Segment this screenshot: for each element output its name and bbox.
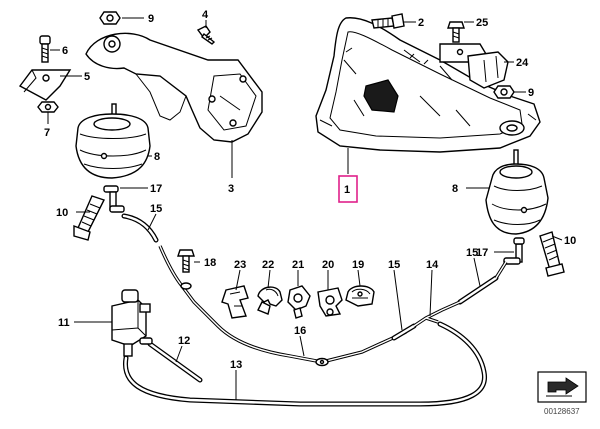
bolt-part[interactable] xyxy=(177,249,195,273)
callout-10-right: 10 xyxy=(564,235,576,247)
callout-17: 17 xyxy=(150,183,162,195)
callout-24: 24 xyxy=(516,57,529,69)
callout-8-right: 8 xyxy=(452,183,458,195)
callout-16: 16 xyxy=(294,325,306,337)
callout-15: 15 xyxy=(150,203,162,215)
clip-part[interactable] xyxy=(317,287,343,317)
nut-part[interactable] xyxy=(37,101,59,113)
hose-part[interactable] xyxy=(121,213,159,243)
callout-22: 22 xyxy=(262,259,274,271)
callout-4: 4 xyxy=(202,9,209,21)
hose-part[interactable] xyxy=(457,275,499,305)
callout-20: 20 xyxy=(322,259,334,271)
vacuum-line-part[interactable] xyxy=(441,261,508,312)
vacuum-connector-part[interactable] xyxy=(139,337,153,345)
callout-14: 14 xyxy=(426,259,439,271)
callout-18: 18 xyxy=(204,257,216,269)
bolt-part[interactable] xyxy=(73,195,105,241)
engine-mount-part[interactable] xyxy=(485,149,549,235)
solenoid-valve-part[interactable] xyxy=(111,289,151,357)
bracket-part[interactable] xyxy=(18,69,72,101)
bolt-part[interactable] xyxy=(447,21,465,43)
vacuum-line-part[interactable] xyxy=(158,245,407,367)
callout-10: 10 xyxy=(56,207,68,219)
callout-13: 13 xyxy=(230,359,242,371)
vacuum-connector-part[interactable] xyxy=(503,237,525,265)
clip-part[interactable] xyxy=(221,285,249,319)
callout-15-right: 15 xyxy=(466,247,478,259)
callout-17-right: 17 xyxy=(476,247,488,259)
vacuum-connector-part[interactable] xyxy=(103,185,125,213)
callout-25: 25 xyxy=(476,17,488,29)
clip-part[interactable] xyxy=(257,286,283,315)
bolt-part[interactable] xyxy=(39,35,51,63)
callout-15-middle: 15 xyxy=(388,259,400,271)
bolt-part[interactable] xyxy=(371,13,405,29)
nut-part[interactable] xyxy=(493,85,515,99)
callout-3: 3 xyxy=(228,183,234,195)
direction-arrow-icon xyxy=(537,371,587,403)
engine-carrier-part[interactable] xyxy=(85,32,263,143)
callout-12: 12 xyxy=(178,335,190,347)
callout-9-right: 9 xyxy=(528,87,534,99)
callout-19: 19 xyxy=(352,259,364,271)
callout-8: 8 xyxy=(154,151,160,163)
hose-part[interactable] xyxy=(391,323,417,341)
sensor-bracket-part[interactable] xyxy=(439,43,509,89)
callout-5: 5 xyxy=(84,71,90,83)
callout-1[interactable]: 1 xyxy=(344,184,350,196)
callout-23: 23 xyxy=(234,259,246,271)
callout-21: 21 xyxy=(292,259,304,271)
hose-part[interactable] xyxy=(147,341,203,383)
bolt-part[interactable] xyxy=(196,25,216,45)
bolt-part[interactable] xyxy=(539,231,565,277)
engine-support-arm-part[interactable] xyxy=(315,17,541,153)
callout-11: 11 xyxy=(58,317,70,329)
clip-part[interactable] xyxy=(345,285,375,307)
callout-6: 6 xyxy=(62,45,68,57)
highlighted-callout[interactable]: 1 xyxy=(338,175,358,203)
callout-2: 2 xyxy=(418,17,424,29)
y-connector-part[interactable] xyxy=(413,308,443,328)
nut-part[interactable] xyxy=(99,11,121,25)
clip-part[interactable] xyxy=(287,285,311,319)
leader-lines xyxy=(47,17,563,400)
callout-9: 9 xyxy=(148,13,154,25)
document-id: 00128637 xyxy=(544,407,580,416)
callout-7: 7 xyxy=(44,127,50,139)
hose-part[interactable] xyxy=(122,321,488,407)
engine-mount-part[interactable] xyxy=(75,103,151,179)
